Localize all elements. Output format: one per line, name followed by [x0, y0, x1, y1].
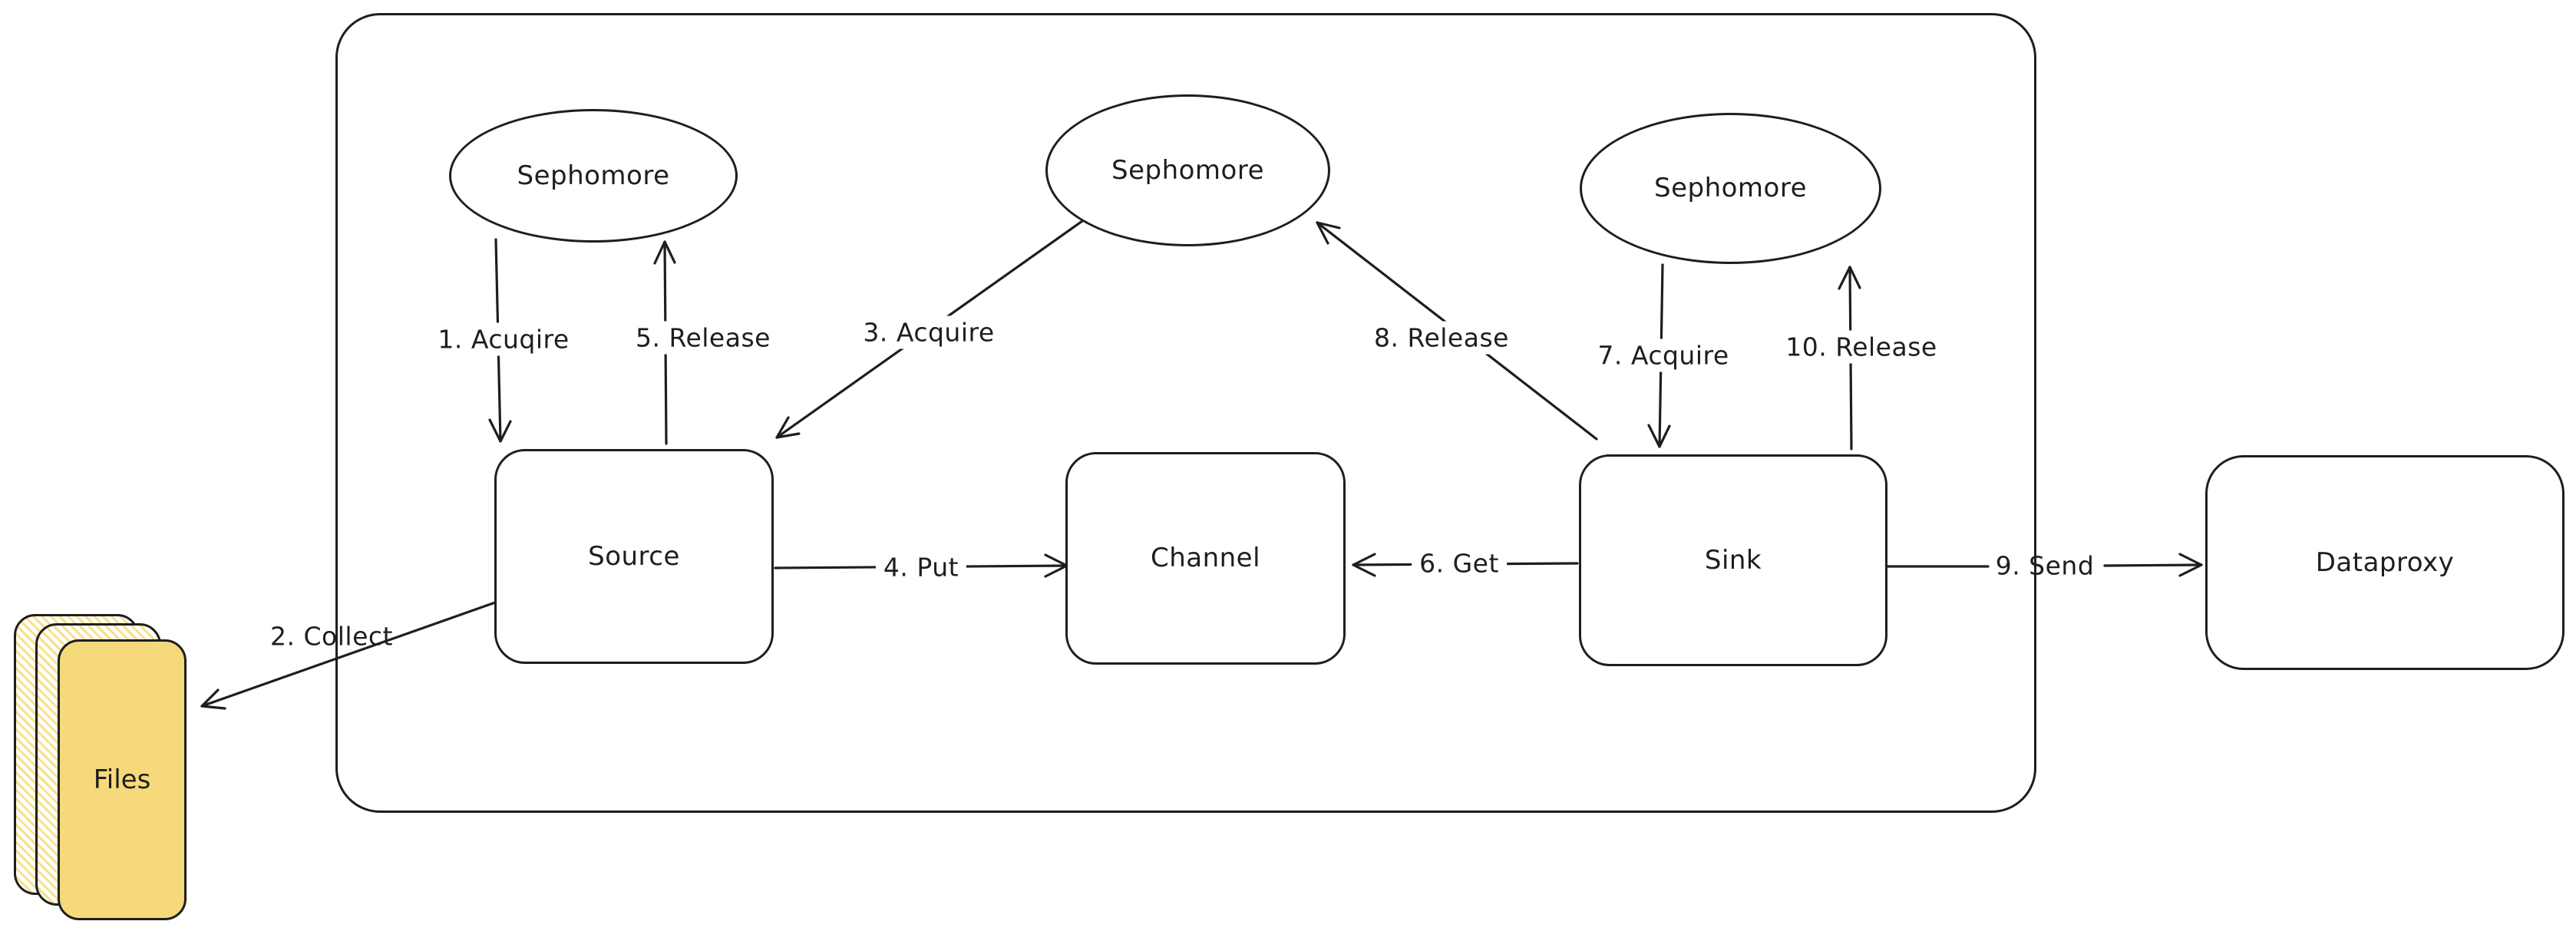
edge-label-3-acquire: 3. Acquire: [855, 315, 1002, 349]
edge-label-10-release: 10. Release: [1778, 330, 1945, 364]
node-channel[interactable]: Channel: [1065, 452, 1346, 665]
node-semaphore-3[interactable]: Sephomore: [1580, 113, 1881, 264]
node-semaphore-2[interactable]: Sephomore: [1045, 94, 1330, 246]
edge-label-2-collect: 2. Collect: [270, 621, 393, 652]
edge-label-9-send: 9. Send: [1995, 550, 2095, 581]
node-semaphore-1[interactable]: Sephomore: [449, 109, 738, 243]
pipeline-container-box[interactable]: [335, 13, 2036, 813]
node-dataproxy[interactable]: Dataproxy: [2205, 455, 2564, 670]
node-dataproxy-label: Dataproxy: [2315, 546, 2455, 578]
edge-label-6-get: 6. Get: [1412, 546, 1507, 580]
node-sink[interactable]: Sink: [1579, 454, 1887, 666]
node-files[interactable]: Files: [58, 639, 187, 920]
edge-label-1-acquire: 1. Acuqire: [430, 322, 577, 356]
arrow-9-send: [1884, 553, 2203, 577]
node-sink-label: Sink: [1704, 544, 1762, 576]
edge-label-8-release: 8. Release: [1366, 321, 1517, 355]
node-files-label: Files: [93, 764, 151, 795]
edge-label-4-put: 4. Put: [875, 550, 967, 584]
arrow-2-collect: [200, 601, 497, 710]
edge-label-7-acquire: 7. Acquire: [1590, 338, 1737, 372]
node-semaphore-3-label: Sephomore: [1653, 173, 1807, 204]
edge-label-5-release: 5. Release: [628, 321, 778, 355]
node-channel-label: Channel: [1150, 543, 1261, 574]
node-source-label: Source: [588, 540, 680, 572]
node-semaphore-1-label: Sephomore: [517, 160, 670, 191]
node-source[interactable]: Source: [494, 449, 774, 664]
node-semaphore-2-label: Sephomore: [1111, 154, 1264, 186]
